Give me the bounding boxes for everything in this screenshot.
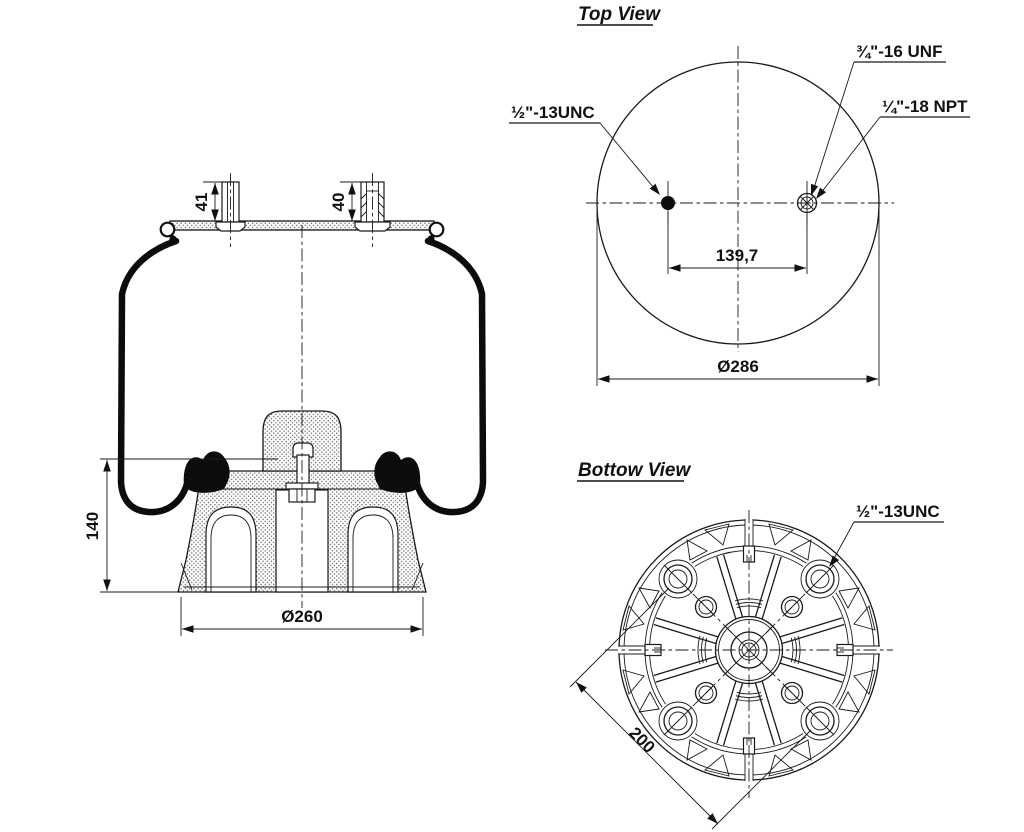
top-view-title: Top View xyxy=(578,4,661,25)
dim-139-7: 139,7 xyxy=(667,211,808,274)
label-bolt-unc: ½"-13UNC xyxy=(825,502,944,570)
bottom-view-title: Bottow View xyxy=(578,460,691,481)
bolt-head xyxy=(292,442,314,458)
label-npt: ¼"-18 NPT xyxy=(813,97,970,202)
dim-40: 40 xyxy=(329,181,365,221)
label-bolt-unc-text: ½"-13UNC xyxy=(856,502,940,521)
dim-200-label: 200 xyxy=(625,723,658,756)
dim-41: 41 xyxy=(192,181,226,221)
plate-bead-left xyxy=(159,221,176,238)
dim-260: Ø260 xyxy=(180,597,424,636)
dim-286-label: Ø286 xyxy=(717,357,759,376)
bolt-shaft xyxy=(296,454,310,485)
piston-arch-left xyxy=(205,506,257,593)
dim-260-label: Ø260 xyxy=(281,607,323,626)
rubber-lobe-left xyxy=(183,451,230,493)
label-unf-text: ¾"-16 UNF xyxy=(856,42,942,61)
label-unf: ¾"-16 UNF xyxy=(807,42,946,198)
label-unc-text: ½"-13UNC xyxy=(511,103,595,122)
plate-bead-right xyxy=(428,221,445,238)
bottom-view: Bottow View xyxy=(569,460,944,830)
dim-140: 140 xyxy=(83,458,278,593)
dim-41-label: 41 xyxy=(192,193,211,212)
stud-left xyxy=(215,173,246,247)
dim-140-label: 140 xyxy=(83,512,102,540)
rubber-lobe-right xyxy=(374,451,421,493)
top-view: Top View ½"-13UNC ¾"-16 UNF xyxy=(509,4,970,386)
label-npt-text: ¼"-18 NPT xyxy=(882,97,968,116)
dim-40-label: 40 xyxy=(329,193,348,212)
piston-arch-right xyxy=(347,506,399,593)
dim-286: Ø286 xyxy=(596,209,880,386)
side-view: 41 40 xyxy=(83,173,487,636)
dim-139-7-label: 139,7 xyxy=(716,246,759,265)
label-unc: ½"-13UNC xyxy=(509,103,663,198)
piston-arch-left-inner xyxy=(210,514,252,592)
stud-right-air-fitting xyxy=(354,173,391,247)
piston-arch-right-inner xyxy=(352,514,394,592)
